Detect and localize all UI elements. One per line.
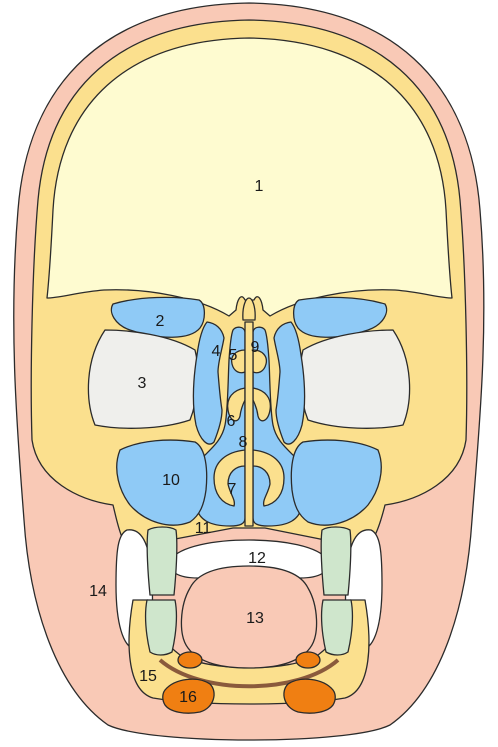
lower-tooth-left — [146, 600, 177, 655]
label-8: 8 — [239, 434, 248, 451]
upper-tooth-left — [147, 527, 177, 595]
label-6: 6 — [227, 413, 236, 430]
label-1: 1 — [255, 178, 264, 195]
label-9: 9 — [251, 339, 260, 356]
label-12: 12 — [248, 550, 266, 567]
label-13: 13 — [246, 610, 264, 627]
label-2: 2 — [156, 313, 165, 330]
upper-tooth-right — [321, 527, 351, 595]
lower-tooth-right — [322, 600, 353, 655]
label-10: 10 — [162, 472, 180, 489]
label-16: 16 — [179, 689, 197, 706]
label-11: 11 — [195, 520, 212, 537]
label-3: 3 — [138, 375, 147, 392]
label-4: 4 — [212, 343, 221, 360]
orbit-right — [300, 330, 409, 428]
label-7: 7 — [228, 481, 237, 498]
label-15: 15 — [139, 668, 157, 685]
submandibular-gland-right — [284, 679, 335, 713]
label-14: 14 — [89, 583, 107, 600]
sublingual-gland-right — [296, 652, 320, 668]
label-5: 5 — [229, 347, 238, 364]
sublingual-gland-left — [178, 652, 202, 668]
